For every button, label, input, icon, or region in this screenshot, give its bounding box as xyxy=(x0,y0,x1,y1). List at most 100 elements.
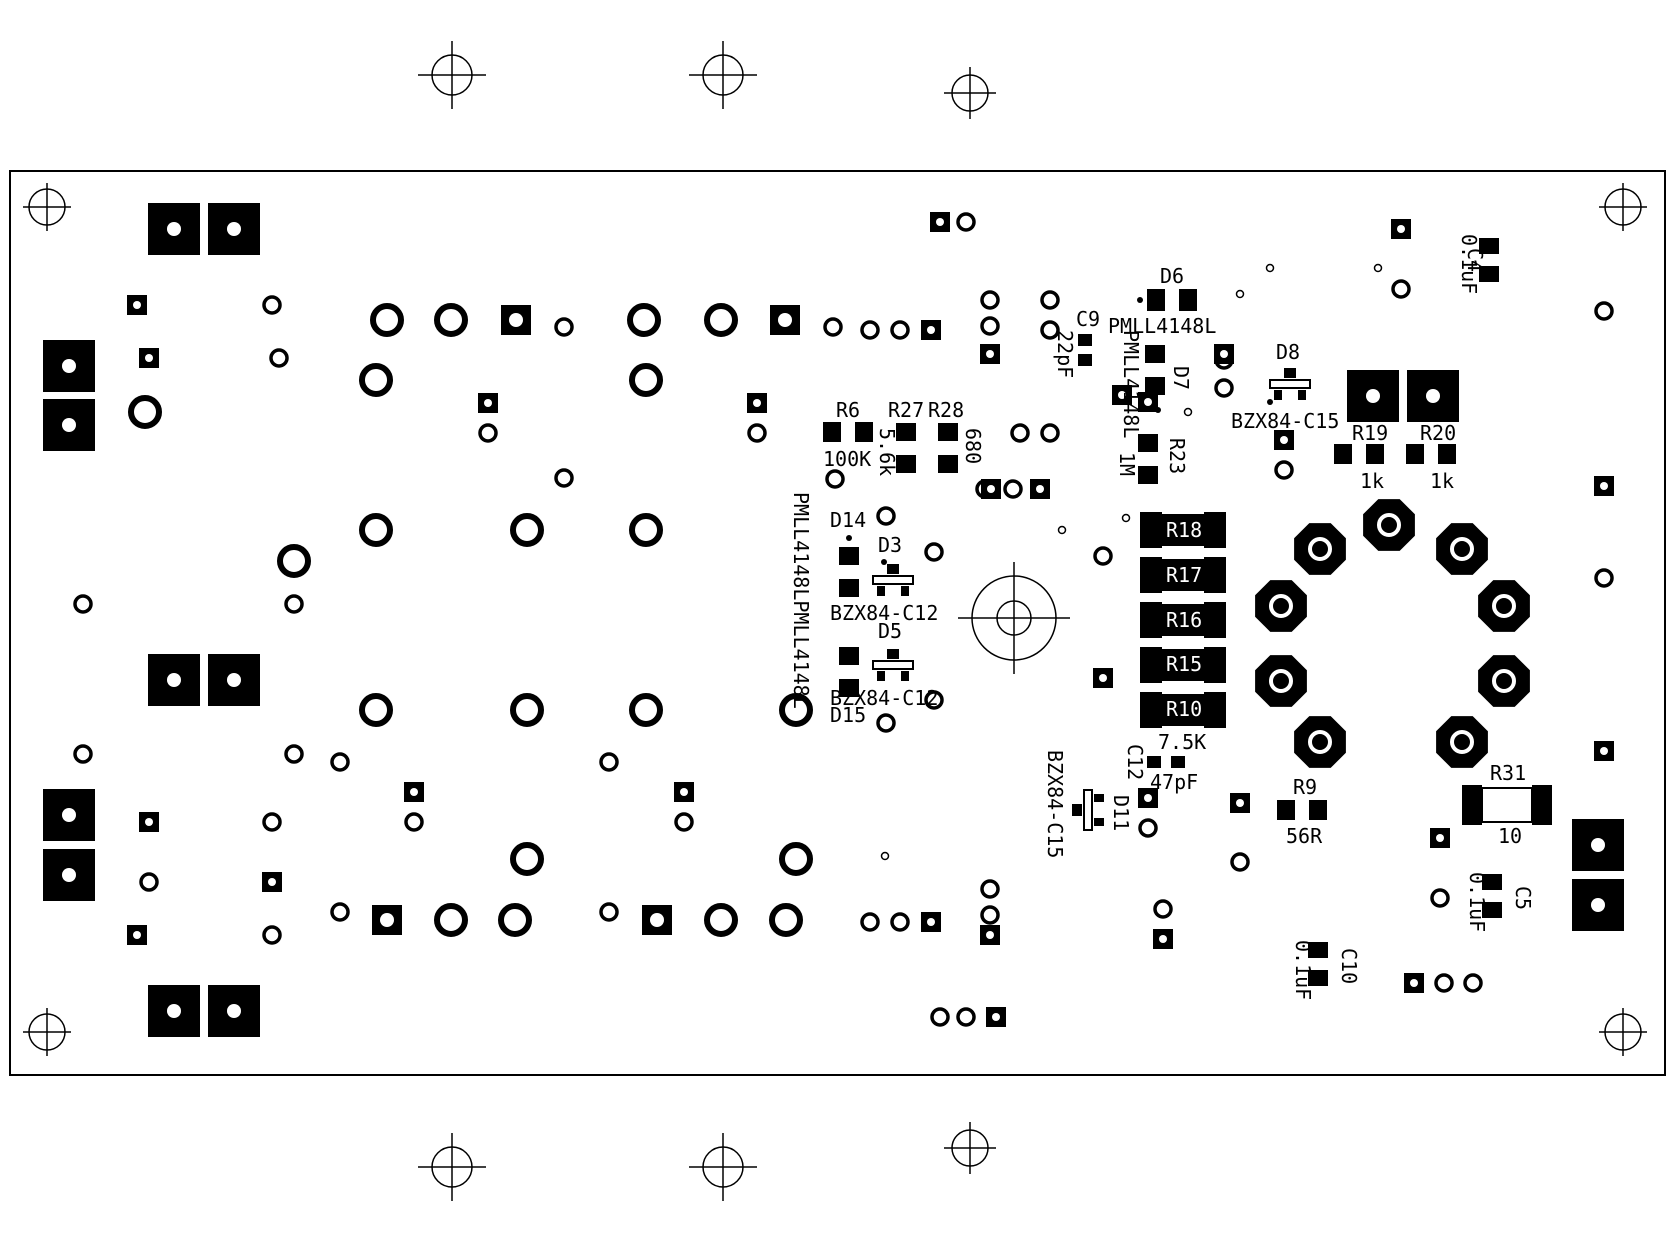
pad-drill xyxy=(753,399,761,407)
smd-pad-a xyxy=(1406,444,1424,464)
label-r19: R19 xyxy=(1352,421,1388,445)
small-square-pad xyxy=(980,344,1000,364)
smd-c4 xyxy=(1479,238,1499,282)
label-pmll4148l-b: PMLL4148L xyxy=(1119,330,1143,438)
small-round-pad xyxy=(980,879,1000,899)
pad-drill xyxy=(936,218,944,226)
oct-drill-center xyxy=(1315,544,1325,554)
small-round-pad xyxy=(262,925,282,945)
smd-pad-b xyxy=(1532,785,1552,825)
label-d11: D11 xyxy=(1109,795,1133,831)
power-resistor-3 xyxy=(1140,647,1226,683)
pad-drill xyxy=(167,1004,181,1018)
label-r31: R31 xyxy=(1490,761,1526,785)
small-round-pad xyxy=(890,912,910,932)
oct-drill-center xyxy=(1276,601,1286,611)
smd-pad-a xyxy=(1479,238,1499,254)
smd-pad-b xyxy=(1204,692,1226,728)
sot-pin xyxy=(877,671,885,681)
smd-pad-a xyxy=(839,647,859,665)
sot-body xyxy=(1083,789,1093,831)
board-outline xyxy=(9,170,1666,1076)
large-square-pad xyxy=(43,340,95,392)
small-round-pad xyxy=(1093,546,1113,566)
large-square-pad xyxy=(148,654,200,706)
small-square-pad xyxy=(1274,430,1294,450)
small-round-pad xyxy=(980,290,1000,310)
small-round-pad xyxy=(930,1007,950,1027)
via xyxy=(1235,289,1245,299)
pad-drill xyxy=(1144,794,1152,802)
sot-pin xyxy=(901,671,909,681)
small-round-pad xyxy=(1138,818,1158,838)
small-round-pad xyxy=(73,594,93,614)
center-mounting-target xyxy=(958,562,1070,674)
small-square-pad xyxy=(747,393,767,413)
pad-drill xyxy=(986,350,994,358)
octagonal-pad xyxy=(1436,523,1488,575)
oct-drill-ring xyxy=(1269,594,1293,618)
label-680: 680 xyxy=(961,428,985,464)
small-square-pad xyxy=(139,348,159,368)
oct-drill-center xyxy=(1315,737,1325,747)
large-round-pad xyxy=(359,693,393,727)
smd-d15 xyxy=(839,647,859,697)
large-round-pad xyxy=(359,513,393,547)
smd-body xyxy=(1160,514,1206,546)
pad-drill xyxy=(227,673,241,687)
smd-c12 xyxy=(1147,756,1185,768)
small-round-pad xyxy=(1214,378,1234,398)
via xyxy=(1265,263,1275,273)
pad-drill xyxy=(986,931,994,939)
smd-pad-b xyxy=(1204,647,1226,683)
octagonal-pad xyxy=(1294,716,1346,768)
small-round-pad xyxy=(478,423,498,443)
small-square-pad xyxy=(1594,476,1614,496)
power-resistor-1 xyxy=(1140,557,1226,593)
large-round-pad xyxy=(629,513,663,547)
smd-pad-b xyxy=(839,679,859,697)
oct-drill-ring xyxy=(1377,513,1401,537)
label-7-5k: 7.5K xyxy=(1158,730,1206,754)
small-round-pad xyxy=(1040,320,1060,340)
smd-pad-a xyxy=(1334,444,1352,464)
small-square-pad xyxy=(1030,479,1050,499)
pad-drill xyxy=(167,673,181,687)
small-round-pad xyxy=(876,506,896,526)
smd-r27 xyxy=(896,423,916,473)
small-round-pad xyxy=(269,348,289,368)
large-square-pad xyxy=(148,985,200,1037)
large-round-pad xyxy=(629,693,663,727)
smd-pad-a xyxy=(896,423,916,441)
pad-drill xyxy=(145,818,153,826)
large-square-pad xyxy=(1407,370,1459,422)
oct-drill-ring xyxy=(1269,669,1293,693)
smd-pad-b xyxy=(839,579,859,597)
sot-d8 xyxy=(1269,368,1311,400)
pad-drill xyxy=(62,868,76,882)
label-10: 10 xyxy=(1498,824,1522,848)
power-resistor-2 xyxy=(1140,602,1226,638)
smd-pad-a xyxy=(1140,557,1162,593)
label-bzx84-c15-a: BZX84-C15 xyxy=(1231,409,1339,433)
pad-drill xyxy=(227,1004,241,1018)
sot-pin xyxy=(1274,390,1282,400)
small-round-pad xyxy=(404,812,424,832)
smd-pad-b xyxy=(855,422,873,442)
smd-r19 xyxy=(1334,444,1384,464)
small-round-pad xyxy=(890,320,910,340)
large-square-pad xyxy=(208,985,260,1037)
small-round-pad xyxy=(924,690,944,710)
small-round-pad xyxy=(1040,423,1060,443)
pad-drill xyxy=(987,485,995,493)
pad-drill xyxy=(1366,389,1380,403)
smd-pad-b xyxy=(1204,512,1226,548)
small-round-pad xyxy=(1463,973,1483,993)
sot-body xyxy=(872,660,914,670)
label-0-1uf-c: 0.1uF xyxy=(1291,940,1315,1000)
sot-d5 xyxy=(872,649,914,681)
label-d3: D3 xyxy=(878,533,902,557)
pad-drill xyxy=(1220,350,1228,358)
pad-drill xyxy=(680,788,688,796)
small-round-pad xyxy=(330,902,350,922)
